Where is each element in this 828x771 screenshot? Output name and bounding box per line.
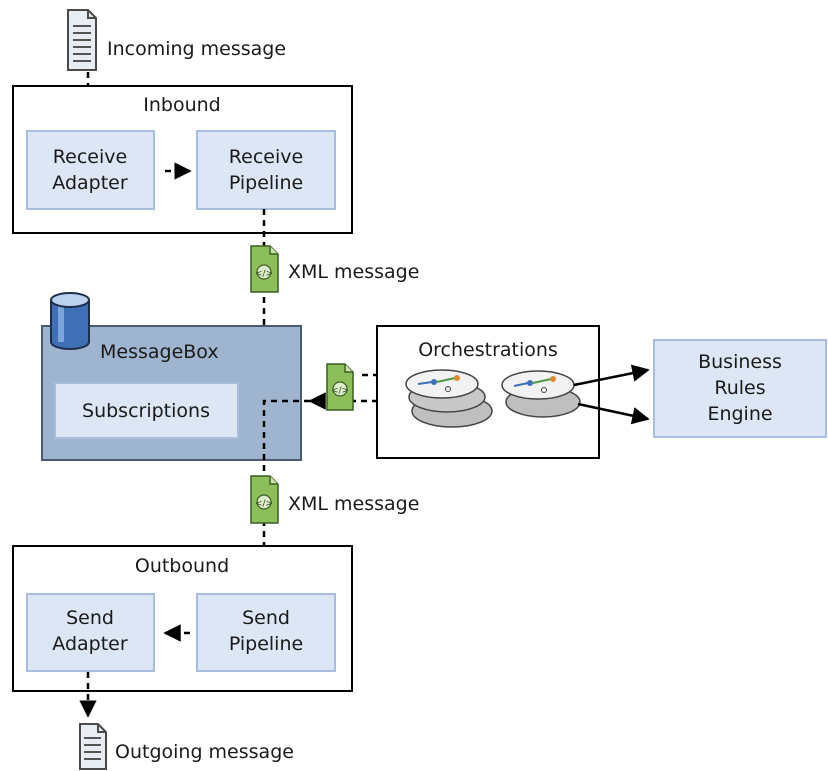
receive-pipeline-line2: Pipeline [229, 172, 303, 194]
send-adapter-line1: Send [66, 607, 114, 629]
orchestrations-title: Orchestrations [418, 339, 558, 361]
bre-line2: Rules [714, 377, 765, 399]
outbound-title: Outbound [135, 555, 229, 577]
outgoing-document-icon [79, 723, 107, 770]
xml-document-icon: </> [250, 245, 279, 293]
outgoing-message-label: Outgoing message [115, 741, 294, 763]
svg-text:</>: </> [255, 269, 273, 279]
messagebox-box: Subscriptions MessageBox [41, 325, 302, 461]
receive-adapter-box: Receive Adapter [26, 130, 155, 210]
incoming-document-icon [67, 9, 97, 71]
xml-document-icon-outbound: </> [250, 475, 279, 524]
orchestration-stack-icon [405, 369, 493, 428]
send-adapter-box: Send Adapter [26, 593, 155, 672]
svg-text:</>: </> [255, 499, 273, 509]
messagebox-title: MessageBox [100, 341, 219, 363]
to-bre-arrow-2 [577, 402, 650, 425]
subscriptions-label: Subscriptions [82, 400, 210, 422]
xml-message-out-label: XML message [288, 493, 419, 515]
bre-line1: Business [698, 351, 782, 373]
send-pipeline-line1: Send [242, 607, 290, 629]
incoming-message-label: Incoming message [107, 38, 286, 60]
receive-adapter-line2: Adapter [52, 172, 128, 194]
inbound-title: Inbound [143, 94, 220, 116]
receive-pipeline-box: Receive Pipeline [196, 130, 336, 210]
orchestration-stack-icon-2 [501, 370, 581, 418]
xml-document-icon-middle: </> [326, 363, 354, 411]
receive-pipeline-line1: Receive [229, 146, 303, 168]
send-adapter-line2: Adapter [52, 633, 128, 655]
xml-message-in-label: XML message [288, 261, 419, 283]
to-bre-arrow-1 [573, 364, 650, 387]
business-rules-engine-box: Business Rules Engine [653, 339, 827, 438]
subscriptions-box [54, 382, 239, 439]
send-pipeline-box: Send Pipeline [196, 593, 336, 672]
database-icon [50, 292, 90, 350]
receive-adapter-line1: Receive [53, 146, 127, 168]
bre-line3: Engine [707, 403, 772, 425]
send-pipeline-line2: Pipeline [229, 633, 303, 655]
svg-text:</>: </> [331, 386, 349, 396]
